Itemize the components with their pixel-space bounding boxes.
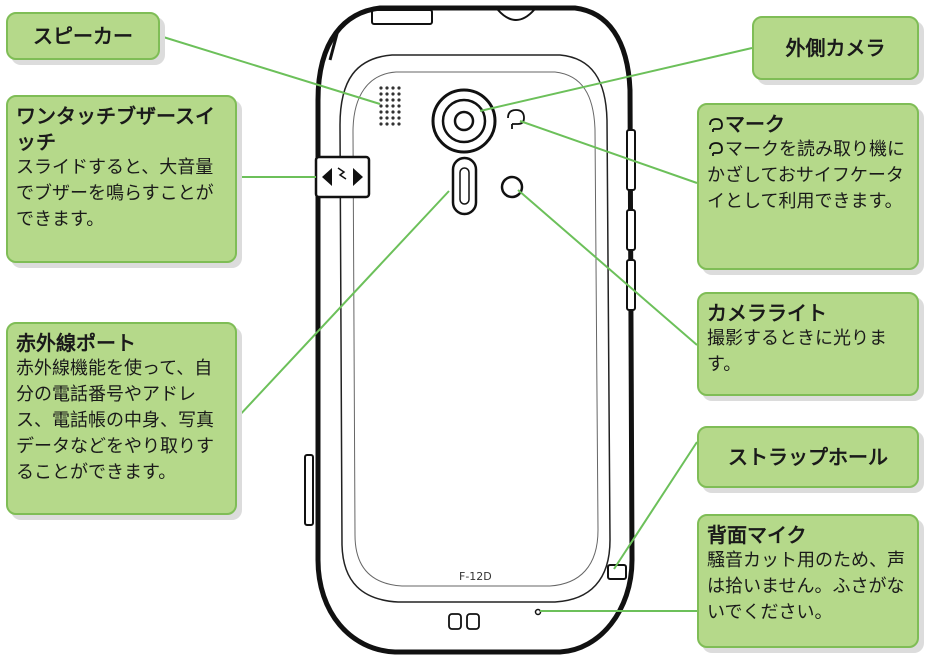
leader-infrared [236,190,450,419]
callout-light: カメラライト 撮影するときに光ります。 [697,292,919,396]
phone-body [315,5,635,655]
callout-felica-title: マーク [725,112,785,136]
callout-buzzer-desc: スライドすると、大音量でブザーを鳴らすことができます。 [16,157,214,230]
callout-strap-title: ストラップホール [728,445,888,469]
callout-infrared: 赤外線ポート 赤外線機能を使って、自分の電話番号やアドレス、電話帳の中身、写真デ… [6,322,237,515]
callout-infrared-desc: 赤外線機能を使って、自分の電話番号やアドレス、電話帳の中身、写真データなどをやり… [16,358,214,483]
outer-camera-lens [431,88,497,154]
callout-buzzer-title: ワンタッチブザースイッチ [16,104,215,154]
callout-buzzer: ワンタッチブザースイッチ スライドすると、大音量でブザーを鳴らすことができます。 [6,95,237,263]
leader-camera [479,47,753,112]
speaker-grille [379,86,401,126]
felica-mark-icon [709,142,723,156]
leader-strap [613,441,698,570]
felica-mark-icon [507,109,525,129]
rear-mic-hole [534,608,542,616]
callout-camera-title: 外側カメラ [785,36,886,60]
callout-light-desc: 撮影するときに光ります。 [707,328,887,375]
callout-camera: 外側カメラ [752,16,919,80]
infrared-port [451,156,478,216]
camera-light [500,175,524,199]
callout-felica: マーク マークを読み取り機にかざしておサイフケータイとして利用できます。 [697,103,919,270]
leader-felica [519,120,698,184]
callout-mic-desc: 騒音カット用のため、声は拾いません。ふさがないでください。 [707,550,905,623]
callout-infrared-title: 赤外線ポート [16,331,136,355]
model-label: F-12D [459,570,492,583]
leader-speaker [159,35,381,105]
felica-mark-icon [709,118,723,132]
buzzer-switch [314,155,371,199]
callout-light-title: カメラライト [707,301,827,325]
callout-speaker: スピーカー [6,12,160,60]
callout-mic-title: 背面マイク [707,523,807,547]
callout-felica-desc: マークを読み取り機にかざしておサイフケータイとして利用できます。 [707,139,905,212]
callout-strap: ストラップホール [697,426,919,488]
callout-speaker-title: スピーカー [33,24,133,48]
callout-mic: 背面マイク 騒音カット用のため、声は拾いません。ふさがないでください。 [697,514,919,648]
leader-light [517,189,698,346]
